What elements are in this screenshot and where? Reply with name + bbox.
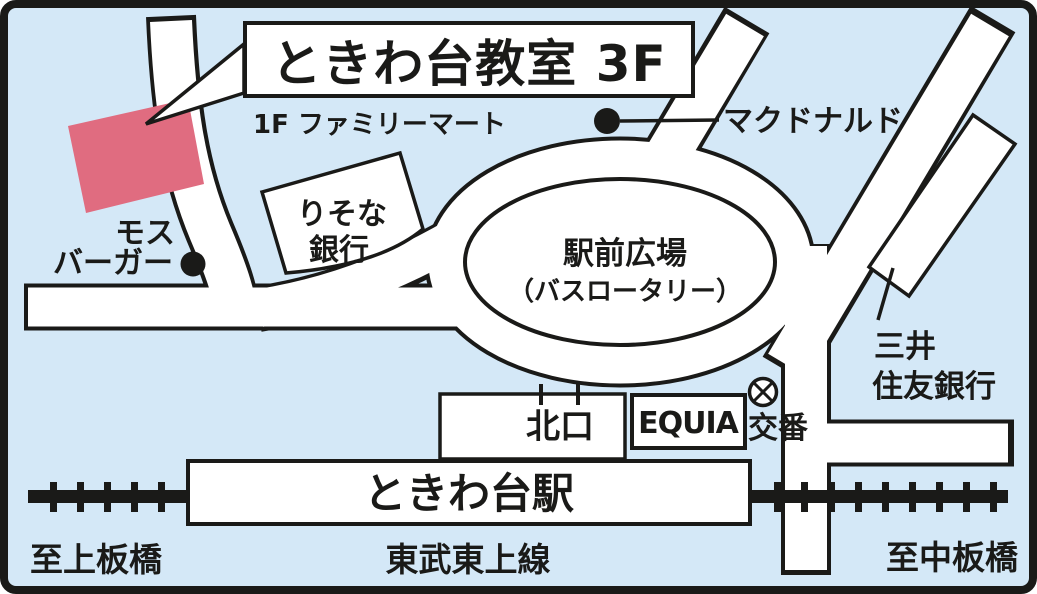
- equia-label: EQUIA: [638, 406, 740, 441]
- railway-tick: [50, 482, 57, 512]
- road-top-middle-diagonal: [632, 13, 764, 194]
- railway-tick: [131, 482, 138, 512]
- title-callout-box: [243, 21, 695, 98]
- railway-tick: [77, 482, 84, 512]
- direction-left-label: 至上板橋: [30, 540, 163, 579]
- mos-burger-label-line2: バーガー: [53, 246, 173, 281]
- direction-right-label: 至中板橋: [886, 538, 1019, 577]
- smbc-bank-label-line2: 住友銀行: [872, 369, 996, 405]
- equia-building: [630, 393, 747, 450]
- railway-tick: [882, 482, 889, 512]
- railway-tick: [801, 482, 808, 512]
- resona-bank-building: [259, 150, 426, 275]
- railway-tick: [909, 482, 916, 512]
- railway-tick: [774, 482, 781, 512]
- railway-tick: [936, 482, 943, 512]
- railway-tick: [963, 482, 970, 512]
- railway-tick: [990, 482, 997, 512]
- road-surfaces: [28, 13, 1009, 570]
- smbc-bank-building: [866, 112, 1018, 299]
- railway-line: [28, 482, 1008, 512]
- station-plaza-label-line1: 駅前広場: [563, 236, 687, 272]
- station-building: [186, 459, 752, 526]
- platform-tick: [539, 384, 543, 405]
- mcdonalds-label: マクドナルド: [723, 104, 903, 139]
- north-exit-building: [438, 392, 627, 461]
- page-title: ときわ台教室 3F: [271, 35, 666, 93]
- railway-bar-right: [752, 490, 1008, 503]
- railway-tick: [828, 482, 835, 512]
- railway-tick: [104, 482, 111, 512]
- resona-bank-label-line1: りそな: [297, 197, 387, 232]
- mos-burger-label-line1: モス: [115, 216, 175, 251]
- classroom-building-highlight: [68, 99, 204, 213]
- station-label: ときわ台駅: [364, 469, 574, 518]
- smbc-pointer-line: [876, 267, 895, 321]
- floor-note-label: 1F ファミリーマート: [253, 110, 506, 140]
- mos-burger-dot-icon: [180, 251, 206, 277]
- rotary-island: [463, 177, 777, 347]
- railway-tick: [855, 482, 862, 512]
- mcdonalds-dot-icon: [594, 108, 620, 134]
- platform-tick: [576, 384, 580, 405]
- railway-line-name-label: 東武東上線: [386, 540, 551, 579]
- smbc-bank-label-line1: 三井: [874, 329, 936, 365]
- railway-tick: [158, 482, 165, 512]
- north-exit-label: 北口: [526, 407, 594, 447]
- police-box-icon: [747, 376, 779, 408]
- police-box-label: 交番: [748, 411, 809, 446]
- mcdonalds-leader-line: [619, 118, 720, 123]
- station-plaza-label-line2: （バスロータリー）: [508, 277, 742, 307]
- resona-bank-label-line2: 銀行: [309, 233, 369, 268]
- road-topleft-diagonal: [150, 20, 257, 315]
